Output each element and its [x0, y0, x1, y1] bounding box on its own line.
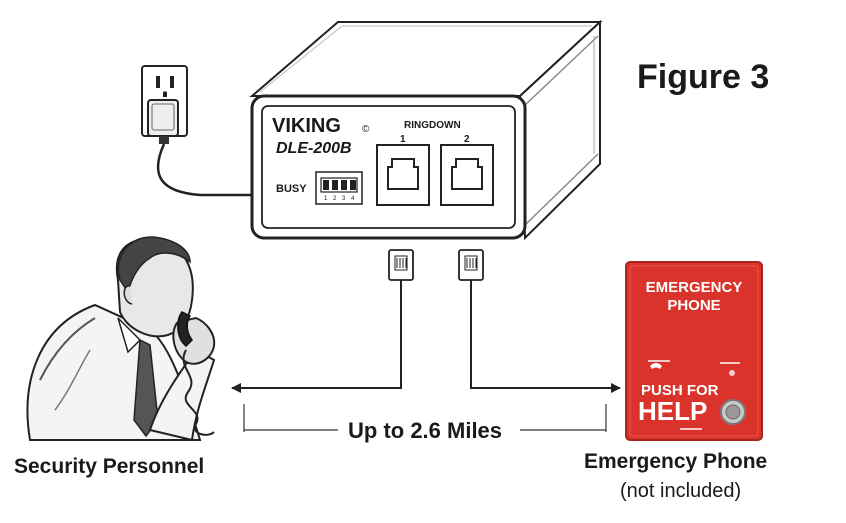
brand-logo: VIKING [272, 115, 341, 137]
dle-200b-device [249, 19, 603, 241]
dip-number-2: 2 [333, 196, 337, 202]
panel-title-line-1: EMERGENCY [646, 279, 743, 296]
panel-title-line-2: PHONE [667, 297, 720, 314]
distance-dimension [243, 404, 607, 432]
model-label: DLE-200B [276, 140, 352, 157]
figure-title: Figure 3 [637, 58, 770, 96]
ringdown-port-2 [440, 144, 494, 206]
help-label: HELP [638, 396, 707, 426]
emergency-phone-label: Emergency Phone [584, 450, 768, 473]
phone-handset-icon [650, 363, 662, 369]
line-to-emergency-phone [470, 280, 621, 393]
push-for-label: PUSH FOR [641, 382, 719, 399]
rj11-plug-1 [388, 249, 414, 281]
dip-number-3: 3 [342, 196, 346, 202]
rj11-plug-2 [458, 249, 484, 281]
power-adapter [147, 99, 179, 144]
power-cord [156, 143, 258, 197]
ringdown-label: RINGDOWN [404, 120, 461, 131]
emergency-phone-panel [625, 261, 763, 441]
dip-number-4: 4 [351, 196, 355, 202]
emergency-phone-note: (not included) [620, 480, 742, 502]
distance-label: Up to 2.6 Miles [342, 418, 509, 444]
port-1-label: 1 [400, 134, 406, 145]
call-indicator-light [729, 370, 735, 376]
dip-number-1: 1 [324, 196, 328, 202]
port-2-label: 2 [464, 134, 470, 145]
security-personnel-illustration [26, 236, 216, 442]
security-personnel-label: Security Personnel [14, 455, 205, 478]
busy-label: BUSY [276, 183, 307, 195]
dip-switch-numbers: 1 2 3 4 [324, 196, 355, 202]
ringdown-port-1 [376, 144, 430, 206]
line-to-security [231, 280, 402, 393]
busy-dip-switch [315, 171, 363, 205]
brand-mark: © [362, 124, 370, 135]
